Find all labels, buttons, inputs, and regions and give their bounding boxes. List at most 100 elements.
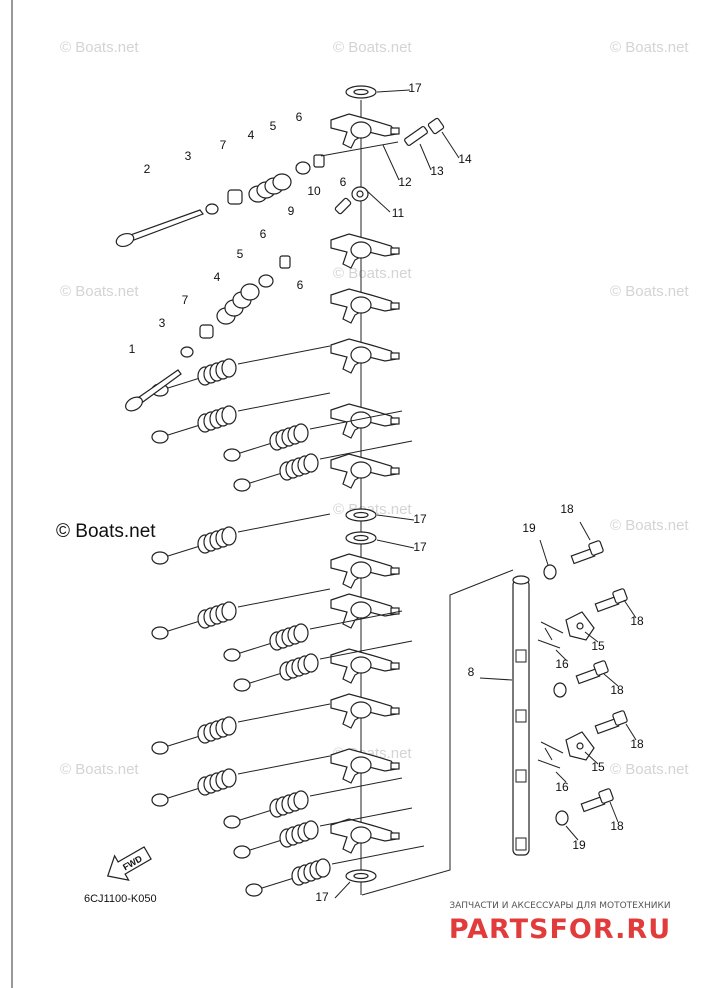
callout-c16b: 16	[555, 780, 569, 794]
valve-with-spring	[223, 410, 403, 462]
rocker-arm	[330, 113, 400, 149]
callout-c18c: 18	[610, 683, 624, 697]
pin-16	[537, 741, 567, 783]
valve-with-spring	[233, 440, 413, 492]
callout-c13: 13	[430, 164, 444, 178]
valve-with-spring	[151, 513, 331, 565]
watermark-text: © Boats.net	[60, 761, 139, 778]
callout-c16a: 16	[555, 657, 569, 671]
callout-c15a: 15	[591, 639, 605, 653]
callout-c18a: 18	[560, 502, 574, 516]
watermark-primary: © Boats.net	[56, 521, 156, 542]
washer-17-bottom	[334, 869, 377, 899]
rocker-arm	[330, 338, 400, 374]
valve-with-spring	[223, 610, 403, 662]
rocker-arm	[330, 593, 400, 629]
rocker-arm	[330, 288, 400, 324]
brand-subtitle: ЗАПЧАСТИ И АКСЕССУАРЫ ДЛЯ МОТОТЕХНИКИ	[449, 901, 670, 911]
watermark-text: © Boats.net	[60, 283, 139, 300]
callout-c6a: 6	[296, 110, 303, 124]
bolt-18	[594, 710, 637, 741]
callout-c1: 1	[129, 342, 136, 356]
callout-c6b: 6	[340, 175, 347, 189]
callout-c18e: 18	[610, 819, 624, 833]
watermark-text: © Boats.net	[333, 39, 412, 56]
valve-group	[151, 345, 425, 897]
callout-c6d: 6	[297, 278, 304, 292]
callout-c19b: 19	[572, 838, 586, 852]
callout-labels: 1233445566667789101112131415151616171717…	[129, 81, 644, 904]
rocker-arm	[330, 648, 400, 684]
exploded-valve-set-mid	[125, 255, 291, 412]
callout-c11: 11	[392, 206, 405, 220]
callout-c3b: 3	[159, 316, 166, 330]
callout-c15b: 15	[591, 760, 605, 774]
rocker-arm	[330, 403, 400, 439]
washer-19	[539, 539, 557, 580]
callout-c10: 10	[307, 184, 321, 198]
callout-c17b: 17	[413, 512, 427, 526]
rocker-arm-group	[330, 113, 400, 854]
callout-c4b: 4	[214, 270, 221, 284]
shaft-hardware	[537, 521, 637, 841]
valve-with-spring	[151, 392, 331, 444]
valve-with-spring	[233, 807, 413, 859]
washer-19	[555, 810, 579, 841]
callout-c7a: 7	[220, 138, 227, 152]
callout-c9: 9	[288, 204, 295, 218]
watermark-text: © Boats.net	[610, 283, 689, 300]
callout-c5a: 5	[270, 119, 277, 133]
brand-name: PARTSFOR.RU	[449, 914, 671, 945]
callout-c3a: 3	[185, 149, 192, 163]
rocker-arm	[330, 553, 400, 589]
adjuster-parts	[320, 117, 460, 215]
washer-17-top	[345, 85, 411, 99]
valve-with-spring	[223, 777, 403, 829]
bolt-18	[580, 788, 619, 823]
callout-c17d: 17	[315, 890, 329, 904]
plate-15	[565, 611, 599, 643]
bolt-18	[594, 588, 637, 619]
rocker-arm	[330, 818, 400, 854]
watermark-text: © Boats.net	[60, 39, 139, 56]
watermark-layer: © Boats.net © Boats.net © Boats.net © Boats…	[60, 39, 689, 778]
callout-c18d: 18	[630, 737, 644, 751]
valve-with-spring	[245, 845, 425, 897]
callout-c4a: 4	[248, 128, 255, 142]
callout-c17a: 17	[408, 81, 422, 95]
valve-with-spring	[151, 345, 331, 397]
callout-c8: 8	[468, 665, 475, 679]
watermark-text: © Boats.net	[333, 265, 412, 282]
valve-with-spring	[233, 640, 413, 692]
washer-17-mid-a	[345, 508, 415, 522]
callout-c5b: 5	[237, 247, 244, 261]
valve-with-spring	[151, 755, 331, 807]
watermark-text: © Boats.net	[610, 39, 689, 56]
rocker-arm	[330, 693, 400, 729]
rocker-arm	[330, 748, 400, 784]
callout-c2: 2	[144, 162, 151, 176]
callout-c14: 14	[458, 152, 472, 166]
watermark-text: © Boats.net	[610, 761, 689, 778]
bolt-18	[570, 521, 604, 565]
pin-16	[537, 621, 567, 661]
plate-15	[565, 731, 599, 765]
valve-with-spring	[151, 703, 331, 755]
watermark-text: © Boats.net	[610, 517, 689, 534]
callout-c17c: 17	[413, 540, 427, 554]
washer-19	[553, 682, 567, 698]
washer-17-mid-b	[345, 531, 415, 549]
callout-c12: 12	[398, 175, 412, 189]
callout-c7b: 7	[182, 293, 189, 307]
fwd-arrow-icon: FWD	[106, 846, 152, 881]
rocker-arm	[330, 233, 400, 269]
rocker-arm	[330, 453, 400, 489]
part-code: 6CJ1100-K050	[84, 893, 157, 905]
callout-c18b: 18	[630, 614, 644, 628]
bolt-18	[575, 660, 619, 687]
callout-c19a: 19	[522, 521, 536, 535]
callout-c6c: 6	[260, 227, 267, 241]
valve-with-spring	[151, 588, 331, 640]
rocker-shaft-8	[361, 569, 530, 896]
